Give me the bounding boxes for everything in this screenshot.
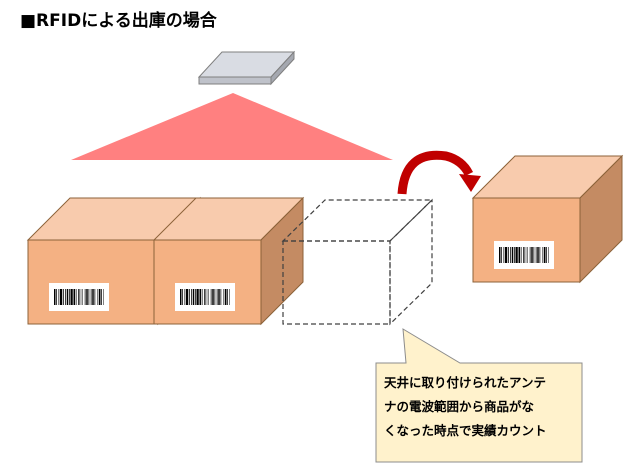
barcode-label-3: [494, 241, 554, 269]
barcode-bar: [189, 289, 190, 305]
callout-line: 天井に取り付けられたアンテ: [384, 375, 547, 390]
antenna-front-face: [198, 76, 272, 85]
barcode-bar: [544, 247, 546, 263]
barcode-bar: [97, 289, 99, 305]
box-right: [471, 154, 624, 284]
barcode-bar: [75, 289, 77, 305]
diagram-title: ■RFIDによる出庫の場合: [20, 11, 217, 31]
curved-arrow-icon: [397, 150, 481, 195]
callout-text: 天井に取り付けられたアンテ ナの電波範囲から商品がな くなった時点で実績カウント: [384, 371, 576, 443]
barcode-icon: [499, 247, 549, 263]
barcode-bar: [78, 289, 79, 305]
barcode-bar: [195, 289, 196, 305]
barcode-bar: [94, 289, 96, 305]
barcode-bar: [56, 289, 57, 305]
box-right-front: [472, 197, 581, 283]
barcode-bar: [58, 289, 60, 305]
barcode-bar: [214, 289, 216, 305]
barcode-bar: [539, 247, 541, 263]
barcode-bar: [92, 289, 94, 305]
barcode-bar: [81, 289, 83, 305]
barcode-bar: [537, 247, 539, 263]
barcode-bar: [201, 289, 203, 305]
box-left-front: [27, 239, 159, 325]
barcode-bar: [196, 289, 199, 305]
barcode-bar: [90, 289, 92, 305]
callout-line: くなった時点で実績カウント: [384, 423, 547, 438]
box-middle: [152, 196, 305, 326]
barcode-bar: [499, 247, 501, 263]
barcode-icon: [180, 289, 230, 305]
barcode-bar: [182, 289, 183, 305]
barcode-bar: [65, 289, 66, 305]
barcode-bar: [70, 289, 73, 305]
barcode-bar: [210, 289, 212, 305]
barcode-bar: [542, 247, 544, 263]
barcode-bar: [511, 247, 514, 263]
antenna-side-face: [270, 50, 295, 86]
barcode-bar: [99, 289, 101, 305]
barcode-bar: [199, 289, 201, 305]
barcode-bar: [205, 289, 207, 305]
barcode-bar: [86, 289, 88, 305]
barcode-bar: [88, 289, 90, 305]
barcode-bar: [84, 289, 86, 305]
barcode-bar: [531, 247, 533, 263]
barcode-label-1: [49, 283, 109, 311]
callout-line: ナの電波範囲から商品がな: [384, 399, 535, 414]
barcode-bar: [223, 289, 225, 305]
barcode-bar: [225, 289, 227, 305]
barcode-bar: [207, 289, 209, 305]
barcode-bar: [73, 289, 75, 305]
barcode-bar: [66, 289, 69, 305]
barcode-bar: [184, 289, 186, 305]
barcode-bar: [535, 247, 537, 263]
barcode-bar: [103, 289, 104, 305]
barcode-bar: [520, 247, 522, 263]
barcode-bar: [220, 289, 222, 305]
callout-bubble: [375, 328, 583, 463]
barcode-bar: [518, 247, 520, 263]
barcode-bar: [510, 247, 511, 263]
box-middle-front: [153, 239, 262, 325]
barcode-bar: [503, 247, 505, 263]
barcode-label-2: [175, 283, 235, 311]
barcode-bar: [79, 289, 81, 305]
barcode-bar: [204, 289, 205, 305]
barcode-bar: [505, 247, 508, 263]
barcode-bar: [60, 289, 63, 305]
barcode-bar: [529, 247, 531, 263]
barcode-bar: [229, 289, 230, 305]
barcode-bar: [501, 247, 502, 263]
barcode-bar: [526, 247, 528, 263]
barcode-bar: [514, 247, 515, 263]
barcode-bar: [101, 289, 102, 305]
barcode-bar: [186, 289, 189, 305]
barcode-bar: [69, 289, 70, 305]
barcode-bar: [63, 289, 64, 305]
barcode-bar: [216, 289, 218, 305]
barcode-bar: [533, 247, 535, 263]
barcode-bar: [508, 247, 509, 263]
barcode-bar: [523, 247, 524, 263]
barcode-bar: [54, 289, 56, 305]
barcode-icon: [54, 289, 104, 305]
barcode-bar: [218, 289, 220, 305]
barcode-bar: [227, 289, 228, 305]
ceiling-antenna: [197, 50, 296, 86]
barcode-bar: [191, 289, 192, 305]
barcode-bar: [212, 289, 214, 305]
barcode-bar: [524, 247, 526, 263]
barcode-bar: [548, 247, 549, 263]
radio-range-triangle: [71, 93, 393, 160]
barcode-bar: [180, 289, 182, 305]
removed-box-outline: [281, 198, 434, 326]
barcode-bar: [192, 289, 195, 305]
barcode-bar: [546, 247, 547, 263]
barcode-bar: [515, 247, 518, 263]
